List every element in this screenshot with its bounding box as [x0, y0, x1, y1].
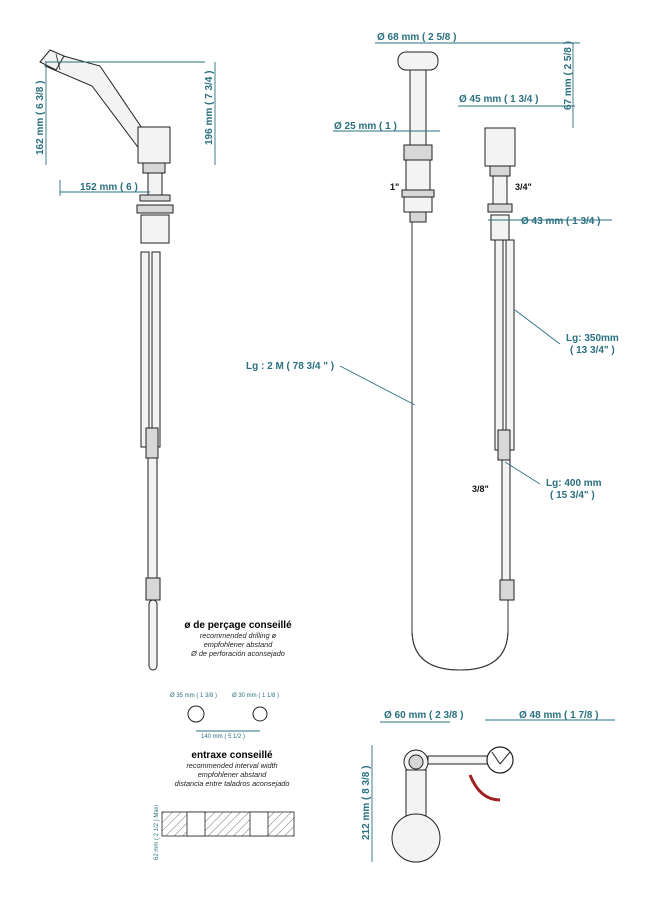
interval-title: entraxe conseillé [191, 750, 273, 761]
head-height-label: 67 mm ( 2 5/8 ) [563, 41, 574, 110]
mixer-reach-label: 152 mm ( 6 ) [80, 182, 138, 193]
mixer-height-label: 162 mm ( 6 3/8 ) [35, 81, 46, 155]
drilling-es: Ø de perforación aconsejado [190, 649, 285, 658]
shower-head [397, 51, 439, 71]
hose-400-inch-label: ( 15 3/4" ) [550, 490, 595, 501]
top-view: Ø 60 mm ( 2 3/8 ) Ø 48 mm ( 1 7/8 ) 212 … [361, 710, 615, 863]
top-48-label: Ø 48 mm ( 1 7/8 ) [519, 710, 598, 721]
mixer-assembly: 162 mm ( 6 3/8 ) 196 mm ( 7 3/4 ) 152 mm… [35, 49, 216, 671]
thread-34-label: 3/4" [515, 182, 532, 192]
hose-400-label: Lg: 400 mm [546, 478, 602, 489]
head-diameter-label: Ø 68 mm ( 2 5/8 ) [377, 32, 456, 43]
top-212-label: 212 mm ( 8 3/8 ) [361, 766, 372, 840]
top-60-label: Ø 60 mm ( 2 3/8 ) [384, 710, 463, 721]
shower-holder [484, 127, 516, 167]
hand-shower-assembly: Ø 68 mm ( 2 5/8 ) 67 mm ( 2 5/8 ) Ø 25 m… [246, 32, 619, 671]
mixer-total-height-label: 196 mm ( 7 3/4 ) [204, 71, 215, 145]
holder-diameter-label: Ø 45 mm ( 1 3/4 ) [459, 94, 538, 105]
drilling-de: empfohlener abstand [204, 640, 273, 649]
mixer-lever [39, 49, 151, 151]
interval-en: recommended interval width [186, 761, 277, 770]
drilling-title: ø de perçage conseillé [184, 620, 292, 631]
thread-38-label: 3/8" [472, 484, 489, 494]
mixer-body [136, 126, 174, 244]
thickness-label: 62 mm ( 2 1/2 ) Maxi [154, 805, 160, 860]
interval-es: distancia entre taladros aconsejado [175, 779, 290, 788]
hose-2m-label: Lg : 2 M ( 78 3/4 " ) [246, 361, 334, 372]
hose-350-label: Lg: 350mm [566, 333, 619, 344]
drilling-section: ø de perçage conseillé recommended drill… [154, 620, 295, 860]
hole-1-label: Ø 35 mm ( 1 3/8 ) [170, 693, 217, 699]
handle-diameter-label: Ø 25 mm ( 1 ) [334, 121, 397, 132]
thread-1-label: 1" [390, 182, 399, 192]
hose-350-inch-label: ( 13 3/4" ) [570, 345, 615, 356]
hole-spacing-label: 140 mm ( 5 1/2 ) [201, 734, 245, 740]
drilling-en: recommended drilling ø [200, 631, 277, 640]
hole-2-label: Ø 30 mm ( 1 1/8 ) [232, 693, 279, 699]
interval-de: empfohlener abstand [198, 770, 267, 779]
mixer-hoses [140, 251, 161, 671]
base-diameter-label: Ø 43 mm ( 1 3/4 ) [521, 216, 600, 227]
